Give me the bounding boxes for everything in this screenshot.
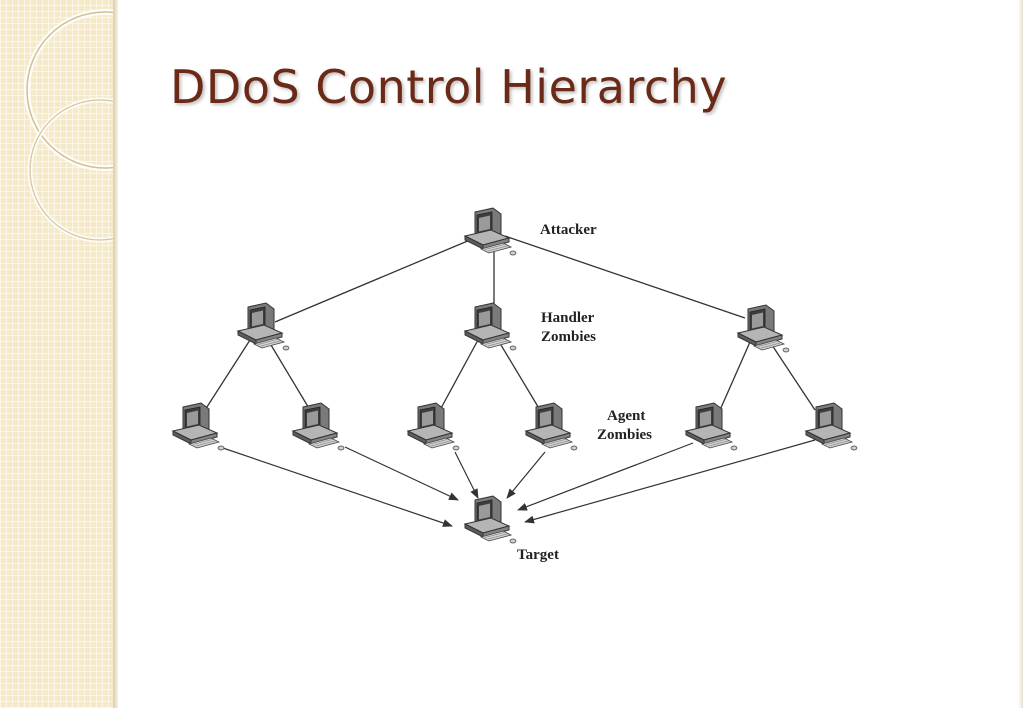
sidebar-rings: [24, 9, 113, 243]
target-computer-icon: [464, 495, 517, 544]
attack-arrow-agent-6-to-target: [524, 439, 816, 524]
agent-4-computer-icon: [525, 402, 578, 451]
label-attacker: Attacker: [540, 222, 597, 238]
control-link-handler-left-to-agent-2: [267, 339, 311, 411]
right-edge: [1018, 0, 1023, 708]
control-link-handler-left-to-agent-1: [204, 339, 251, 411]
control-link-handler-right-to-agent-6: [769, 341, 816, 411]
control-link-attacker-to-handler-left: [274, 239, 471, 323]
sidebar-edge: [113, 0, 118, 708]
agent-5-computer-icon: [685, 402, 738, 451]
attacker-computer-icon: [464, 207, 517, 256]
label-agent-zombies: Zombies: [597, 427, 652, 443]
attack-arrow-agent-4-to-target: [506, 451, 546, 499]
control-link-handler-right-to-agent-5: [719, 341, 751, 411]
decorative-sidebar: [0, 0, 113, 708]
control-link-handler-center-to-agent-3: [439, 339, 479, 411]
slide-title: DDoS Control Hierarchy: [170, 60, 728, 114]
agent-6-computer-icon: [805, 402, 858, 451]
label-agent: Agent: [607, 408, 645, 424]
handler-right-computer-icon: [737, 304, 790, 353]
label-handler: Handler: [541, 310, 595, 326]
attack-arrow-agent-5-to-target: [517, 442, 694, 511]
control-link-attacker-to-handler-right: [504, 235, 746, 319]
label-handler-zombies: Zombies: [541, 329, 596, 345]
agent-3-computer-icon: [407, 402, 460, 451]
attack-arrow-agent-1-to-target: [219, 446, 453, 527]
agent-1-computer-icon: [172, 402, 225, 451]
handler-left-computer-icon: [237, 302, 290, 351]
attack-arrow-agent-3-to-target: [454, 451, 479, 499]
attack-arrow-agent-2-to-target: [344, 446, 459, 501]
control-link-handler-center-to-agent-4: [497, 339, 541, 411]
agent-2-computer-icon: [292, 402, 345, 451]
label-target: Target: [517, 547, 559, 563]
handler-center-computer-icon: [464, 302, 517, 351]
